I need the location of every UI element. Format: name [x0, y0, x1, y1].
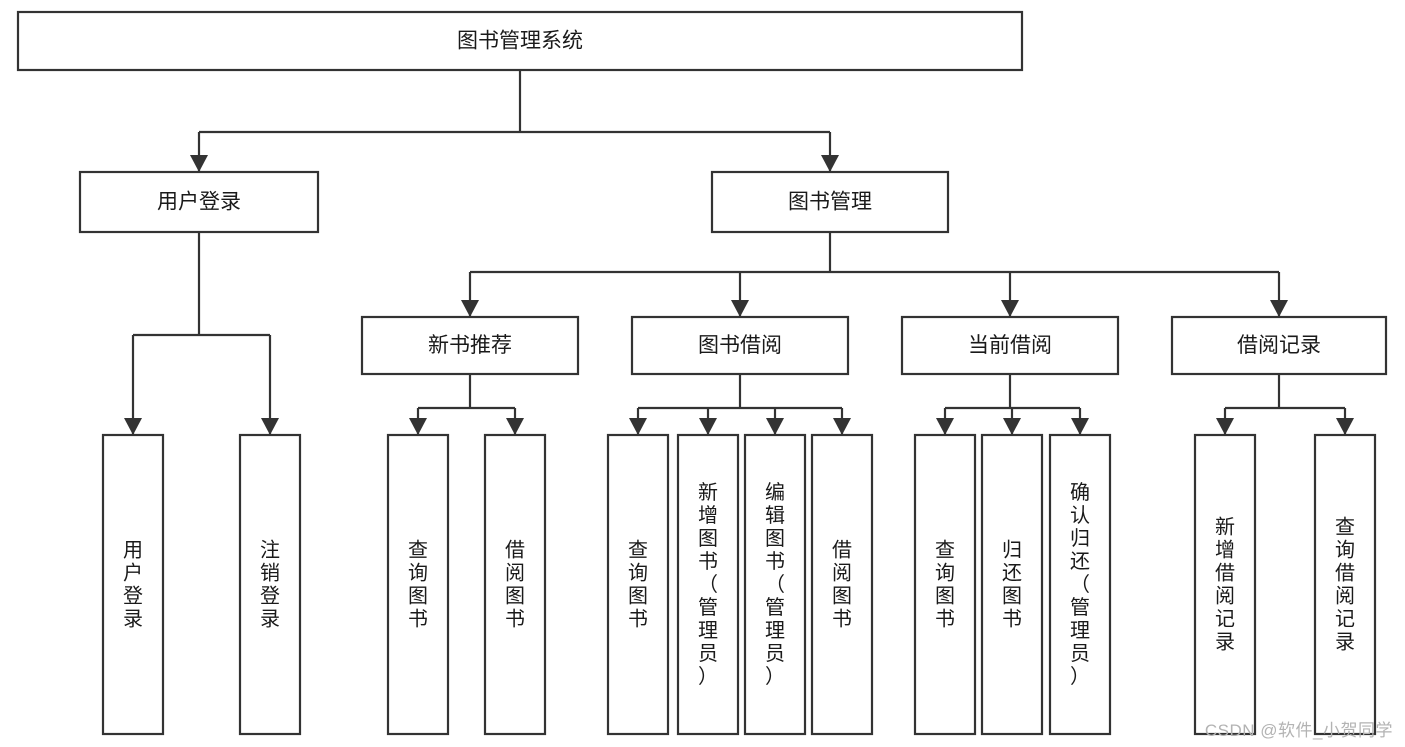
- node-leaf-user-logout-box[interactable]: [238, 433, 302, 736]
- node-leaf-query-book-borrow[interactable]: 查询图书: [606, 433, 670, 736]
- user-login-arrow-icon-1: [261, 418, 279, 435]
- node-user-login-box[interactable]: [78, 170, 320, 234]
- node-leaf-edit-book-admin-label: 编辑图书（管理员）: [765, 481, 785, 688]
- node-book-management[interactable]: 图书管理: [710, 170, 950, 234]
- node-leaf-user-login[interactable]: 用户登录: [101, 433, 165, 736]
- node-leaf-query-borrow-record-label: 查询借阅记录: [1335, 515, 1355, 653]
- node-leaf-query-book-current-label: 查询图书: [935, 538, 955, 630]
- node-leaf-query-book-current[interactable]: 查询图书: [913, 433, 977, 736]
- node-book-management-label: 图书管理: [788, 191, 872, 214]
- node-leaf-edit-book-admin-box[interactable]: [743, 433, 807, 736]
- book-borrow-arrow-icon-3: [833, 418, 851, 435]
- node-borrow-record-label: 借阅记录: [1237, 334, 1321, 357]
- node-leaf-query-book-borrow-label: 查询图书: [628, 538, 648, 630]
- node-current-borrow-box[interactable]: [900, 315, 1120, 376]
- node-leaf-user-logout[interactable]: 注销登录: [238, 433, 302, 736]
- new-book-arrow-icon-0: [409, 418, 427, 435]
- node-leaf-user-login-label: 用户登录: [123, 539, 143, 630]
- node-leaf-add-book-admin-label: 新增图书（管理员）: [698, 481, 718, 688]
- node-leaf-add-borrow-record-box[interactable]: [1193, 433, 1257, 736]
- node-leaf-add-borrow-record-label: 新增借阅记录: [1215, 515, 1235, 653]
- node-leaf-return-book[interactable]: 归还图书: [980, 433, 1044, 736]
- node-leaf-return-book-box[interactable]: [980, 433, 1044, 736]
- diagram-nodes-layer: 图书管理系统用户登录图书管理新书推荐图书借阅当前借阅借阅记录用户登录注销登录查询…: [16, 10, 1388, 736]
- node-new-book-recommend[interactable]: 新书推荐: [360, 315, 580, 376]
- book-mgmt-arrow-icon-3: [1270, 300, 1288, 317]
- node-leaf-borrow-book-rec-box[interactable]: [483, 433, 547, 736]
- node-leaf-add-book-admin-box[interactable]: [676, 433, 740, 736]
- root-arrow-icon-0: [190, 155, 208, 172]
- node-new-book-recommend-box[interactable]: [360, 315, 580, 376]
- node-leaf-return-book-label: 归还图书: [1002, 538, 1022, 630]
- csdn-watermark: CSDN @软件_小贺同学: [1204, 721, 1393, 740]
- current-borrow-arrow-icon-0: [936, 418, 954, 435]
- node-leaf-query-borrow-record-box[interactable]: [1313, 433, 1377, 736]
- node-new-book-recommend-label: 新书推荐: [428, 334, 512, 357]
- node-book-management-box[interactable]: [710, 170, 950, 234]
- book-mgmt-arrow-icon-0: [461, 300, 479, 317]
- node-leaf-confirm-return-admin[interactable]: 确认归还（管理员）: [1048, 433, 1112, 736]
- book-borrow-arrow-icon-2: [766, 418, 784, 435]
- node-borrow-record[interactable]: 借阅记录: [1170, 315, 1388, 376]
- node-book-borrow[interactable]: 图书借阅: [630, 315, 850, 376]
- node-book-borrow-box[interactable]: [630, 315, 850, 376]
- node-leaf-query-book-rec-box[interactable]: [386, 433, 450, 736]
- node-leaf-add-borrow-record[interactable]: 新增借阅记录: [1193, 433, 1257, 736]
- connector-lines-layer: [124, 70, 1354, 435]
- node-leaf-borrow-book-rec-label: 借阅图书: [505, 538, 525, 630]
- root-arrow-icon-1: [821, 155, 839, 172]
- current-borrow-arrow-icon-1: [1003, 418, 1021, 435]
- node-leaf-user-logout-label: 注销登录: [260, 538, 280, 630]
- user-login-arrow-icon-0: [124, 418, 142, 435]
- borrow-record-arrow-icon-1: [1336, 418, 1354, 435]
- node-leaf-borrow-book-rec[interactable]: 借阅图书: [483, 433, 547, 736]
- node-leaf-user-login-box[interactable]: [101, 433, 165, 736]
- node-leaf-query-book-borrow-box[interactable]: [606, 433, 670, 736]
- node-leaf-query-book-current-box[interactable]: [913, 433, 977, 736]
- node-leaf-query-book-rec[interactable]: 查询图书: [386, 433, 450, 736]
- node-borrow-record-box[interactable]: [1170, 315, 1388, 376]
- node-current-borrow[interactable]: 当前借阅: [900, 315, 1120, 376]
- node-root-system-box[interactable]: [16, 10, 1024, 72]
- node-leaf-borrow-book-label: 借阅图书: [832, 538, 852, 630]
- node-leaf-query-borrow-record[interactable]: 查询借阅记录: [1313, 433, 1377, 736]
- node-leaf-confirm-return-admin-box[interactable]: [1048, 433, 1112, 736]
- node-root-system[interactable]: 图书管理系统: [16, 10, 1024, 72]
- book-borrow-arrow-icon-0: [629, 418, 647, 435]
- new-book-arrow-icon-1: [506, 418, 524, 435]
- book-borrow-arrow-icon-1: [699, 418, 717, 435]
- node-leaf-borrow-book[interactable]: 借阅图书: [810, 433, 874, 736]
- node-leaf-confirm-return-admin-label: 确认归还（管理员）: [1070, 481, 1090, 688]
- node-leaf-borrow-book-box[interactable]: [810, 433, 874, 736]
- node-book-borrow-label: 图书借阅: [698, 334, 782, 357]
- node-root-system-label: 图书管理系统: [457, 30, 583, 53]
- node-leaf-edit-book-admin[interactable]: 编辑图书（管理员）: [743, 433, 807, 736]
- current-borrow-arrow-icon-2: [1071, 418, 1089, 435]
- borrow-record-arrow-icon-0: [1216, 418, 1234, 435]
- node-user-login[interactable]: 用户登录: [78, 170, 320, 234]
- node-leaf-add-book-admin[interactable]: 新增图书（管理员）: [676, 433, 740, 736]
- node-current-borrow-label: 当前借阅: [968, 334, 1052, 357]
- book-mgmt-arrow-icon-1: [731, 300, 749, 317]
- node-leaf-query-book-rec-label: 查询图书: [408, 538, 428, 630]
- node-user-login-label: 用户登录: [157, 191, 241, 214]
- book-mgmt-arrow-icon-2: [1001, 300, 1019, 317]
